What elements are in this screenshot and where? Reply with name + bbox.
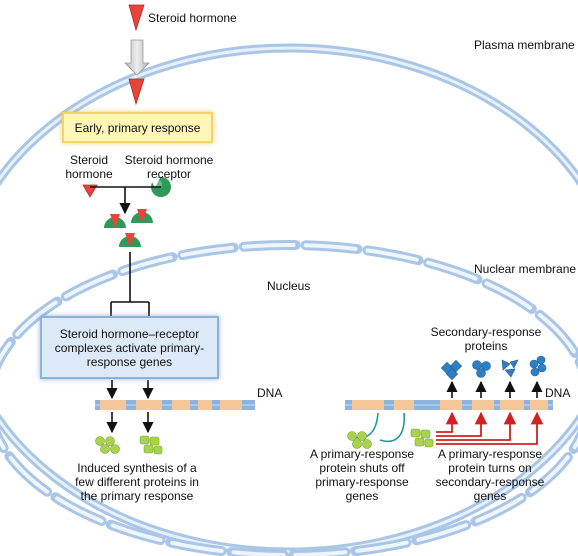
plasma-membrane-inner (0, 46, 578, 554)
plasma-membrane-label: Plasma membrane (474, 38, 575, 52)
activator-protein-icon (410, 428, 434, 448)
dna-label-left: DNA (257, 386, 283, 400)
steroid-label-line2: hormone (65, 167, 113, 181)
secondary-activation-arrows (436, 411, 544, 445)
shuts-off-label: A primary-response protein shuts off pri… (302, 447, 422, 503)
complex-activation-box: Steroid hormone–receptor complexes activ… (40, 316, 219, 379)
receptor-label-line2: receptor (146, 167, 192, 181)
early-primary-response-label: Early, primary response (74, 120, 201, 135)
hormone-receptor-complex-icon (104, 209, 153, 247)
secondary-synthesis-arrows (446, 380, 543, 398)
induced-line3: the primary response (80, 489, 194, 503)
shuts-off-line4: genes (345, 489, 379, 503)
early-primary-response-box: Early, primary response (62, 112, 213, 143)
nuclear-membrane-label: Nuclear membrane (474, 262, 577, 276)
diffusion-arrow-icon (124, 39, 150, 76)
nuclear-membrane-inner (0, 243, 578, 556)
dna-strand-right (345, 400, 553, 410)
receptor-label-line1: Steroid hormone (124, 153, 214, 167)
primary-response-protein-icon (95, 436, 120, 454)
complex-box-line1: Steroid hormone–receptor (59, 326, 200, 341)
nucleus-label: Nucleus (267, 279, 311, 293)
shuts-off-line3: primary-response (315, 475, 409, 489)
repression-line-2 (379, 412, 405, 443)
secondary-response-protein-1-icon (440, 359, 463, 381)
complex-box-line2: complexes activate primary- (54, 340, 205, 355)
turns-on-line4: genes (473, 489, 507, 503)
complex-bracket (110, 252, 150, 318)
dna-label-right: DNA (545, 386, 571, 400)
secondary-response-protein-4-icon (529, 355, 547, 377)
steroid-hormone-receptor-label: Steroid hormone receptor (120, 153, 218, 181)
steroid-label-line1: Steroid (69, 153, 109, 167)
steroid-hormone-inside-icon (128, 78, 145, 106)
join-line (90, 186, 161, 213)
turns-on-line3: secondary-response (435, 475, 545, 489)
induced-line1: Induced synthesis of a (77, 461, 197, 475)
steroid-hormone-icon (128, 4, 145, 32)
repressor-protein-icon (347, 431, 372, 449)
secondary-response-proteins-label: Secondary-response proteins (426, 325, 546, 353)
dna-strand-left (95, 400, 255, 410)
steroid-hormone-small-icon (82, 184, 98, 198)
turns-on-label: A primary-response protein turns on seco… (428, 447, 552, 503)
turns-on-line2: protein turns on (448, 461, 532, 475)
primary-response-protein-2-icon (139, 435, 163, 455)
shuts-off-line2: protein shuts off (319, 461, 405, 475)
complex-box-line3: response genes (86, 354, 173, 369)
secondary-label-line1: Secondary-response (430, 325, 542, 339)
shuts-off-line1: A primary-response (309, 447, 415, 461)
secondary-response-protein-3-icon (501, 359, 519, 378)
induced-line2: few different proteins in (75, 475, 199, 489)
steroid-hormone-label-2: Steroid hormone (64, 153, 114, 181)
turns-on-line1: A primary-response (437, 447, 543, 461)
secondary-label-line2: proteins (464, 339, 508, 353)
induced-synthesis-label: Induced synthesis of a few different pro… (62, 461, 212, 503)
secondary-response-protein-2-icon (472, 360, 491, 378)
steroid-hormone-label: Steroid hormone (148, 11, 237, 25)
